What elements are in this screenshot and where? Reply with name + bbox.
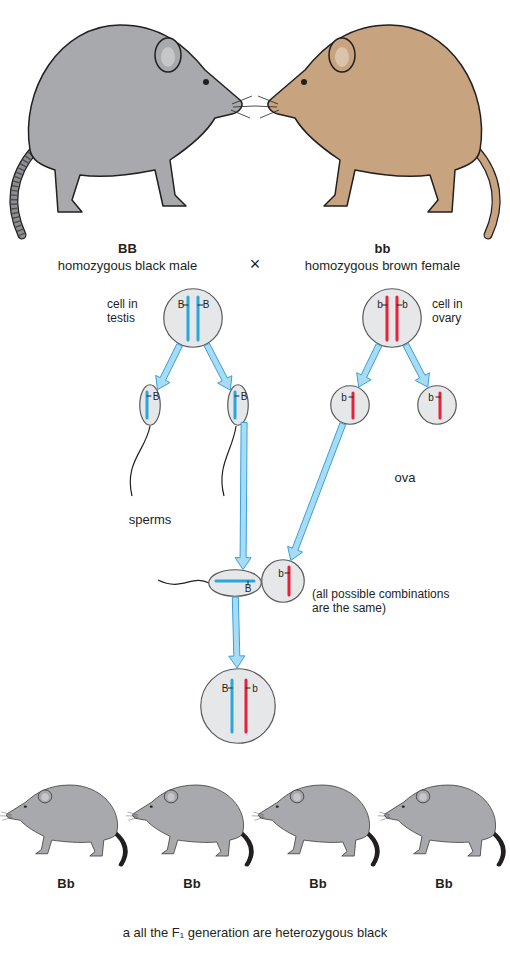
allele-label: b xyxy=(276,568,286,579)
allele-label: B xyxy=(239,391,249,402)
flow-arrow xyxy=(403,343,429,387)
ovum: b xyxy=(330,385,370,425)
sperm-tail xyxy=(222,426,236,496)
offspring-mouse: Bb xyxy=(5,782,127,894)
allele-label: b xyxy=(426,392,436,403)
node-heading: BB xyxy=(0,241,255,257)
ovum: b xyxy=(261,559,305,603)
zygote-cell: Bb xyxy=(200,668,276,744)
offspring-mouse: Bb xyxy=(131,782,253,894)
part-label: sperms xyxy=(115,512,185,528)
brown-mouse-illustration xyxy=(255,25,496,235)
part-label: ova xyxy=(385,470,425,486)
cell-outline xyxy=(139,384,161,426)
flow-arrow xyxy=(156,344,183,390)
cell-outline xyxy=(261,559,305,603)
cell-membrane xyxy=(363,289,422,348)
offspring-mouse: Bb xyxy=(257,782,379,894)
node-heading: bb xyxy=(255,241,510,257)
allele-label: b xyxy=(339,392,349,403)
cell-membrane xyxy=(201,669,276,744)
cell-membrane xyxy=(262,560,305,603)
flow-arrow xyxy=(235,422,251,569)
offspring-mouse: Bb xyxy=(383,782,505,894)
cell-outline xyxy=(208,569,262,597)
parent-mouse: bbhomozygous brown female xyxy=(255,0,510,278)
cell-membrane xyxy=(209,570,262,597)
ovary-cell: cell in ovarybb xyxy=(362,288,422,348)
flow-arrow xyxy=(204,343,232,390)
cell-outline xyxy=(200,668,276,744)
allele-label: B xyxy=(201,299,211,310)
cell-outline xyxy=(362,288,422,348)
cell-outline xyxy=(163,288,223,348)
allele-label: b xyxy=(400,299,410,310)
node-text: homozygous brown female xyxy=(255,258,510,274)
sperm-head: B xyxy=(227,384,249,426)
sperm-head: B xyxy=(208,569,262,597)
node-heading: Bb xyxy=(257,876,379,892)
flow-arrow xyxy=(229,597,245,668)
allele-label: b xyxy=(375,299,385,310)
sperm-tail xyxy=(158,580,209,584)
f1-mouse-illustration xyxy=(378,785,503,865)
sperm-head: B xyxy=(139,384,161,426)
f1-mouse-illustration xyxy=(0,785,125,865)
cell-outline xyxy=(417,385,457,425)
cell-outline xyxy=(330,385,370,425)
cell-membrane xyxy=(418,386,457,425)
flow-arrow xyxy=(288,423,346,561)
allele-label: B xyxy=(243,583,253,594)
node-heading: cell in ovary xyxy=(432,298,472,326)
node-heading: cell in testis xyxy=(107,298,145,326)
flow-arrow xyxy=(357,344,382,387)
allele-label: B xyxy=(151,391,161,402)
cell-membrane xyxy=(140,385,161,426)
f1-mouse-illustration xyxy=(252,785,377,865)
allele-label: B xyxy=(176,299,186,310)
ovum: b xyxy=(417,385,457,425)
allele-label: B xyxy=(220,683,230,694)
cell-membrane xyxy=(164,289,223,348)
testis-cell: cell in testisBB xyxy=(163,288,223,348)
sperm-tail xyxy=(130,426,150,496)
cell-membrane xyxy=(228,385,249,426)
cell-outline xyxy=(227,384,249,426)
parent-mouse: BBhomozygous black male xyxy=(0,0,255,278)
black-mouse-illustration xyxy=(14,25,255,235)
note: (all possible combinations are the same) xyxy=(312,588,462,616)
allele-label: b xyxy=(250,683,260,694)
node-heading: Bb xyxy=(131,876,253,892)
node-text: homozygous black male xyxy=(0,258,255,274)
cross-symbol: × xyxy=(235,254,275,276)
cell-membrane xyxy=(331,386,370,425)
figure-caption: a all the F₁ generation are heterozygous… xyxy=(0,925,510,941)
f1-mouse-illustration xyxy=(126,785,251,865)
node-heading: Bb xyxy=(383,876,505,892)
node-heading: Bb xyxy=(5,876,127,892)
